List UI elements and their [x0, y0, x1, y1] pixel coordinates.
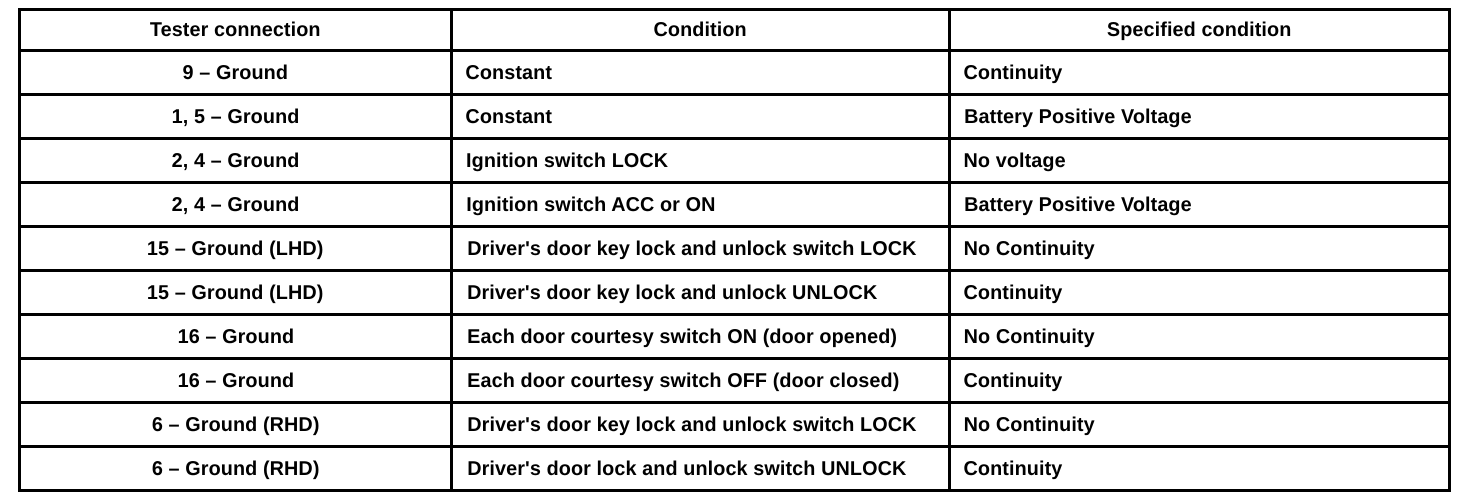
cell-tester-connection-text: 16 – Ground — [177, 325, 294, 348]
table-row: 9 – Ground Constant Continuity — [18, 49, 1451, 96]
cell-specified-condition-text: Battery Positive Voltage — [964, 105, 1192, 128]
cell-specified-condition-text: Continuity — [963, 61, 1063, 84]
cell-tester-connection: 2, 4 – Ground — [18, 137, 453, 184]
cell-specified-condition: Battery Positive Voltage — [948, 181, 1451, 228]
cell-condition: Each door courtesy switch OFF (door clos… — [450, 357, 951, 404]
cell-specified-condition: Continuity — [948, 49, 1451, 96]
cell-tester-connection-text: 1, 5 – Ground — [171, 105, 300, 128]
cell-condition: Driver's door key lock and unlock UNLOCK — [450, 269, 951, 316]
cell-condition-text: Constant — [465, 105, 553, 128]
column-header-condition: Condition — [450, 8, 951, 52]
cell-tester-connection-text: 6 – Ground (RHD) — [151, 413, 320, 436]
cell-tester-connection-text: 15 – Ground (LHD) — [147, 237, 324, 260]
page-canvas: Tester connection Condition Specified co… — [18, 8, 1451, 492]
table-row: 6 – Ground (RHD) Driver's door key lock … — [18, 401, 1451, 448]
cell-specified-condition: Continuity — [948, 269, 1451, 316]
cell-tester-connection: 15 – Ground (LHD) — [18, 225, 453, 272]
table-row: 1, 5 – Ground Constant Battery Positive … — [18, 93, 1451, 140]
cell-condition: Constant — [450, 93, 951, 140]
column-header-specified-condition: Specified condition — [948, 8, 1451, 52]
table-header-row: Tester connection Condition Specified co… — [18, 8, 1451, 52]
cell-tester-connection-text: 15 – Ground (LHD) — [147, 281, 324, 304]
cell-condition-text: Driver's door key lock and unlock switch… — [467, 413, 917, 436]
table-body: 9 – Ground Constant Continuity 1, 5 – Gr… — [18, 49, 1451, 492]
column-header-tester-connection-label: Tester connection — [150, 19, 321, 41]
cell-tester-connection: 2, 4 – Ground — [18, 181, 453, 228]
column-header-specified-condition-label: Specified condition — [1107, 19, 1292, 41]
cell-condition-text: Ignition switch ACC or ON — [466, 193, 716, 216]
cell-specified-condition-text: No voltage — [963, 149, 1066, 172]
cell-specified-condition-text: No Continuity — [963, 237, 1095, 260]
cell-tester-connection: 6 – Ground (RHD) — [18, 401, 453, 448]
cell-specified-condition-text: Continuity — [963, 369, 1063, 392]
cell-specified-condition: No Continuity — [948, 313, 1451, 360]
table-row: 2, 4 – Ground Ignition switch LOCK No vo… — [18, 137, 1451, 184]
cell-specified-condition-text: Continuity — [963, 281, 1063, 304]
cell-specified-condition-text: Continuity — [963, 457, 1063, 480]
cell-tester-connection: 9 – Ground — [18, 49, 453, 96]
cell-condition: Each door courtesy switch ON (door opene… — [450, 313, 951, 360]
cell-tester-connection-text: 6 – Ground (RHD) — [151, 457, 320, 480]
cell-condition: Constant — [450, 49, 951, 96]
cell-tester-connection-text: 2, 4 – Ground — [171, 149, 300, 172]
cell-condition-text: Each door courtesy switch OFF (door clos… — [467, 369, 900, 392]
cell-specified-condition: Continuity — [948, 445, 1451, 492]
cell-tester-connection: 6 – Ground (RHD) — [18, 445, 453, 492]
cell-condition: Ignition switch LOCK — [450, 137, 951, 184]
column-header-tester-connection: Tester connection — [18, 8, 453, 52]
cell-specified-condition-text: No Continuity — [963, 325, 1095, 348]
cell-tester-connection: 1, 5 – Ground — [18, 93, 453, 140]
table-row: 16 – Ground Each door courtesy switch OF… — [18, 357, 1451, 404]
cell-condition-text: Constant — [465, 61, 553, 84]
cell-condition-text: Driver's door lock and unlock switch UNL… — [467, 457, 907, 480]
cell-specified-condition-text: Battery Positive Voltage — [964, 193, 1192, 216]
cell-tester-connection-text: 16 – Ground — [177, 369, 294, 392]
cell-tester-connection-text: 2, 4 – Ground — [171, 193, 300, 216]
table-row: 15 – Ground (LHD) Driver's door key lock… — [18, 225, 1451, 272]
cell-condition-text: Driver's door key lock and unlock UNLOCK — [467, 281, 878, 304]
cell-specified-condition-text: No Continuity — [963, 413, 1095, 436]
cell-specified-condition: No Continuity — [948, 401, 1451, 448]
cell-condition-text: Driver's door key lock and unlock switch… — [467, 237, 917, 260]
cell-specified-condition: Continuity — [948, 357, 1451, 404]
cell-condition-text: Each door courtesy switch ON (door opene… — [467, 325, 898, 348]
cell-specified-condition: No Continuity — [948, 225, 1451, 272]
cell-tester-connection: 15 – Ground (LHD) — [18, 269, 453, 316]
cell-specified-condition: No voltage — [948, 137, 1451, 184]
cell-condition-text: Ignition switch LOCK — [466, 149, 669, 172]
table-row: 16 – Ground Each door courtesy switch ON… — [18, 313, 1451, 360]
table-header: Tester connection Condition Specified co… — [18, 8, 1451, 52]
specification-table: Tester connection Condition Specified co… — [18, 8, 1451, 492]
cell-condition: Driver's door lock and unlock switch UNL… — [450, 445, 951, 492]
column-header-condition-label: Condition — [653, 19, 748, 41]
cell-condition: Driver's door key lock and unlock switch… — [450, 401, 951, 448]
cell-condition: Ignition switch ACC or ON — [450, 181, 951, 228]
table-row: 15 – Ground (LHD) Driver's door key lock… — [18, 269, 1451, 316]
cell-tester-connection-text: 9 – Ground — [182, 61, 289, 84]
cell-tester-connection: 16 – Ground — [18, 313, 453, 360]
cell-specified-condition: Battery Positive Voltage — [948, 93, 1451, 140]
cell-tester-connection: 16 – Ground — [18, 357, 453, 404]
table-row: 2, 4 – Ground Ignition switch ACC or ON … — [18, 181, 1451, 228]
cell-condition: Driver's door key lock and unlock switch… — [450, 225, 951, 272]
table-row: 6 – Ground (RHD) Driver's door lock and … — [18, 445, 1451, 492]
